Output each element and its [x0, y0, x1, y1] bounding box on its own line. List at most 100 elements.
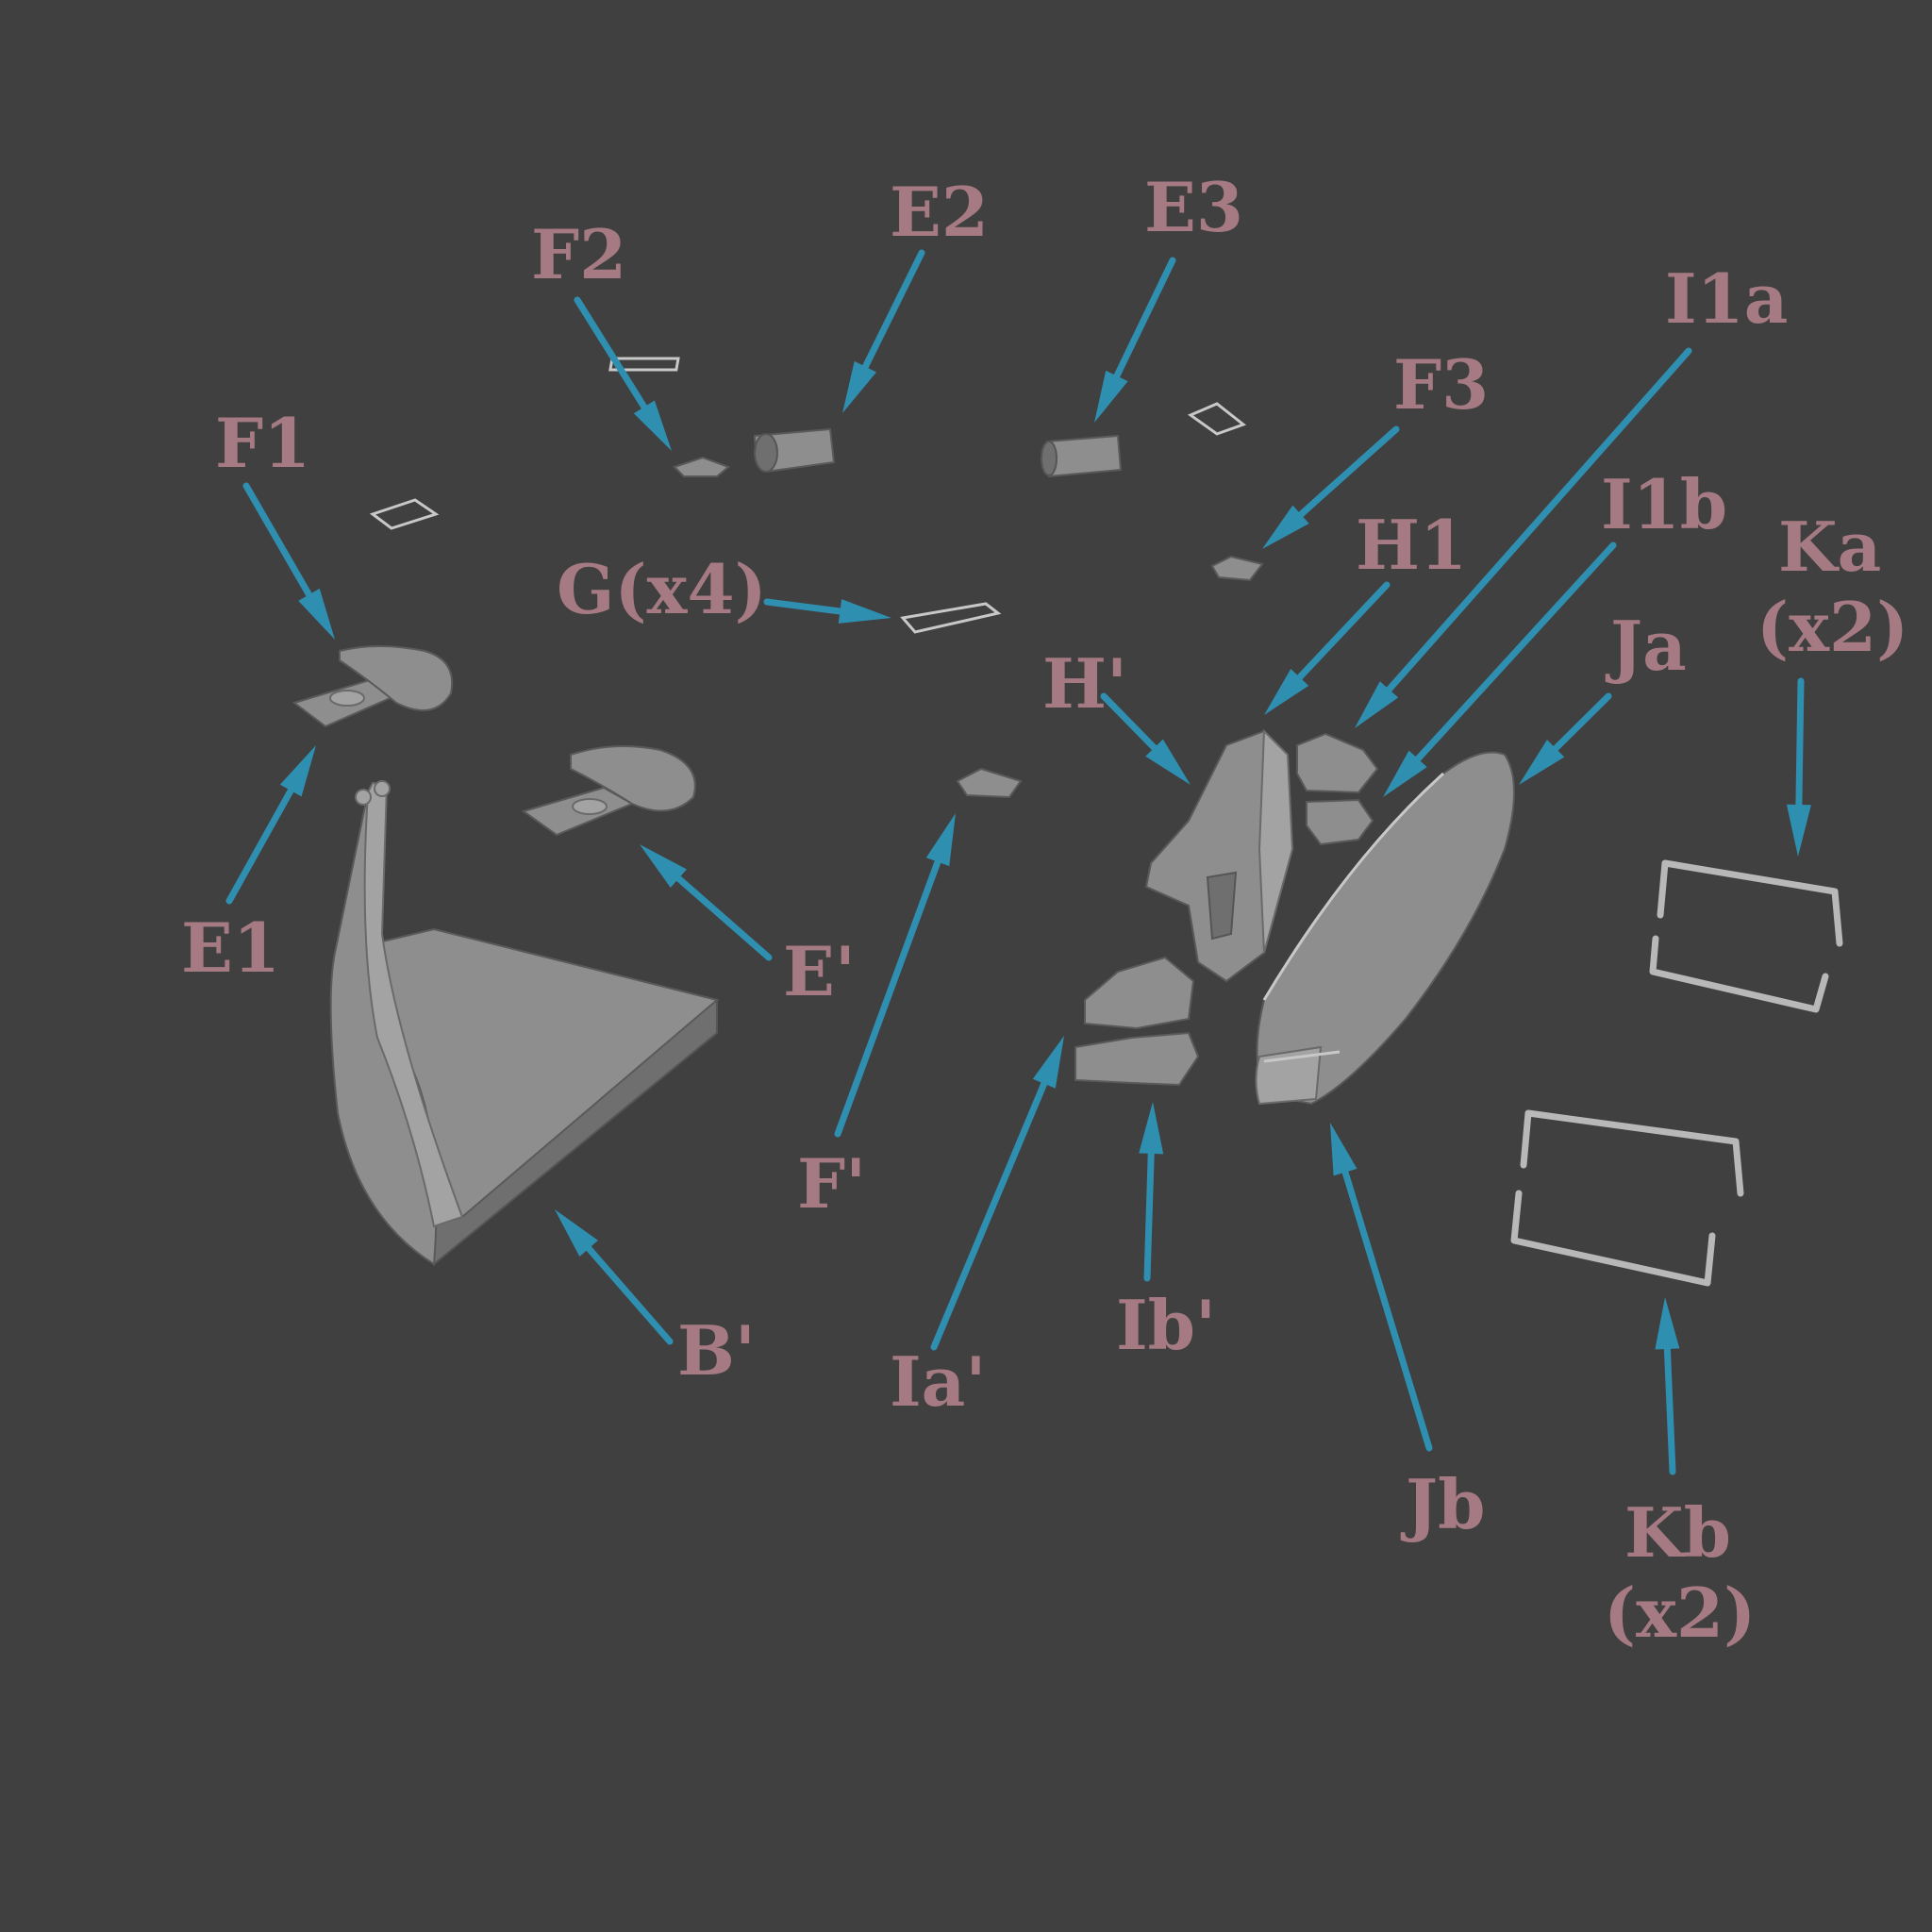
label-jb: Jb [1400, 1464, 1485, 1544]
part-h-assembly [1144, 728, 1294, 983]
part-j-strap [1255, 751, 1515, 1106]
arrow-i1b-head [1383, 750, 1427, 797]
arrow-f2-shaft [574, 296, 648, 410]
arrow-e2 [842, 249, 925, 413]
arrow-f1-shaft [242, 482, 313, 598]
arrow-e-prime-shaft [675, 874, 773, 961]
arrow-ka-head [1786, 804, 1811, 857]
arrow-f-prime-shaft [834, 858, 941, 1138]
arrow-h-prime [1100, 692, 1191, 785]
part-ka-frame [1649, 859, 1843, 1013]
frame-part-top [608, 357, 680, 372]
label-e3: E3 [1144, 167, 1243, 247]
arrow-g-head [838, 599, 891, 624]
arrow-i1b [1383, 541, 1617, 797]
part-i1-brackets [1296, 732, 1379, 846]
part-f2 [673, 456, 730, 477]
arrow-kb-head [1655, 1297, 1680, 1350]
label-ib-prime: Ib' [1116, 1285, 1216, 1365]
arrow-h1 [1264, 581, 1391, 715]
label-b-prime: B' [677, 1310, 756, 1391]
frame-part-e3 [1187, 402, 1247, 436]
label-h-prime: H' [1042, 643, 1127, 724]
arrow-ia-prime-head [1032, 1036, 1064, 1089]
part-e3 [1045, 434, 1123, 478]
arrow-h-prime-shaft [1100, 692, 1158, 752]
arrow-f3 [1262, 425, 1400, 549]
label-e1: E1 [181, 908, 280, 988]
arrow-i1b-shaft [1414, 541, 1617, 762]
part-i-prime-brackets [1074, 956, 1200, 1087]
arrow-e3-head [1094, 370, 1128, 423]
part-e3-end [1041, 441, 1058, 476]
arrow-kb [1655, 1297, 1680, 1475]
label-i1a: I1a [1665, 258, 1788, 339]
arrow-e1-shaft [225, 787, 294, 905]
arrow-e1-head [279, 745, 316, 797]
part-f-prime [956, 767, 1023, 799]
arrow-e2-head [842, 360, 877, 413]
arrow-ka [1786, 677, 1811, 857]
arrow-ib-prime-shaft [1143, 1150, 1155, 1282]
arrow-f-prime [834, 813, 956, 1138]
part-e1 [291, 645, 454, 728]
arrow-e-prime [640, 844, 773, 961]
part-kb-frame [1510, 1109, 1744, 1287]
arrow-ja-head [1519, 740, 1565, 785]
label-f-prime: F' [797, 1143, 866, 1224]
label-ia-prime: Ia' [890, 1341, 986, 1422]
arrow-f3-shaft [1297, 425, 1400, 518]
arrow-group [225, 249, 1811, 1475]
arrow-e1 [225, 745, 316, 905]
arrow-f1 [242, 482, 335, 640]
part-f3 [1210, 555, 1264, 582]
label-e2: E2 [890, 172, 989, 252]
label-f2: F2 [531, 214, 626, 294]
arrow-f2 [574, 296, 672, 451]
label-ka-line2: (x2) [1757, 587, 1908, 667]
label-h1: H1 [1356, 505, 1467, 585]
arrow-ib-prime-head [1139, 1102, 1164, 1155]
arrow-ja-shaft [1552, 692, 1612, 752]
arrow-b-prime [555, 1209, 674, 1345]
label-ja: Ja [1605, 606, 1687, 686]
arrow-ia-prime [930, 1036, 1064, 1351]
arrow-h1-head [1264, 669, 1309, 715]
arrow-e3-shaft [1113, 257, 1176, 379]
arrow-b-prime-shaft [585, 1244, 674, 1345]
frame-part-f1 [369, 498, 440, 530]
arrow-jb-head [1330, 1123, 1357, 1176]
label-g: G(x4) [557, 549, 767, 629]
arrow-f3-head [1262, 505, 1309, 549]
arrow-ib-prime [1139, 1102, 1164, 1282]
arrow-i1a-shaft [1385, 347, 1692, 693]
arrow-f-prime-head [925, 813, 956, 867]
part-e-prime [521, 745, 696, 837]
label-ka-line1: Ka [1778, 507, 1881, 587]
label-kb-line2: (x2) [1604, 1573, 1756, 1653]
arrow-kb-shaft [1663, 1345, 1676, 1475]
arrow-ia-prime-shaft [930, 1080, 1048, 1351]
arrow-g [763, 598, 891, 624]
frame-part-g [900, 602, 1002, 634]
arrow-e3 [1094, 257, 1176, 423]
arrow-f2-head [633, 400, 672, 451]
arrow-b-prime-head [555, 1209, 598, 1257]
arrow-f1-head [298, 588, 335, 640]
arrow-i1a [1355, 347, 1692, 728]
arrow-g-shaft [763, 598, 843, 615]
arrow-h1-shaft [1296, 581, 1391, 681]
arrow-ja [1519, 692, 1612, 785]
label-e-prime: E' [783, 931, 856, 1011]
label-kb-line1: Kb [1624, 1492, 1731, 1573]
arrow-jb [1330, 1123, 1433, 1452]
label-f1: F1 [215, 403, 310, 483]
part-e2-end [754, 433, 778, 473]
part-b-prime [329, 780, 720, 1267]
arrow-e-prime-head [640, 844, 687, 889]
arrow-h-prime-head [1145, 739, 1191, 785]
label-i1b: I1b [1601, 464, 1727, 544]
arrow-jb-shaft [1341, 1169, 1433, 1452]
arrow-ka-shaft [1795, 677, 1805, 808]
